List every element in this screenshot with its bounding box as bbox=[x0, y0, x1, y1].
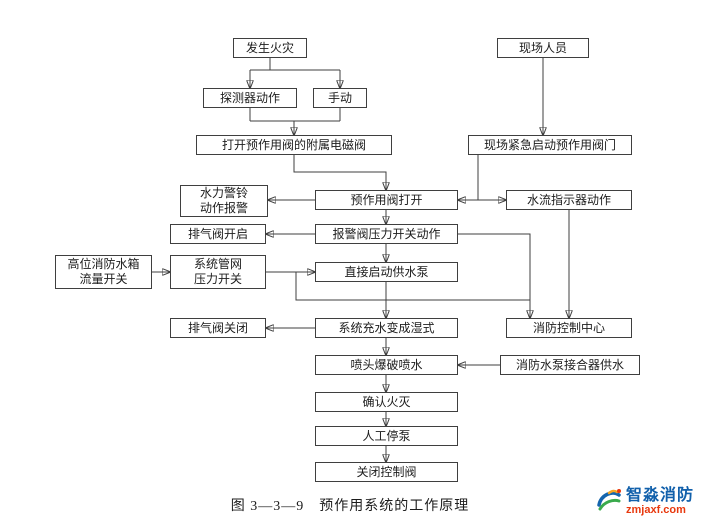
node-emergency-start-valve: 现场紧急启动预作用阀门 bbox=[468, 135, 632, 155]
node-manual: 手动 bbox=[313, 88, 367, 108]
node-pump-coupling-supply: 消防水泵接合器供水 bbox=[500, 355, 640, 375]
node-hydraulic-alarm-bell: 水力警铃 动作报警 bbox=[180, 185, 268, 217]
node-fire-occurs: 发生火灾 bbox=[233, 38, 307, 58]
node-pipe-pressure-switch: 系统管网 压力开关 bbox=[170, 255, 266, 289]
node-tank-flow-switch: 高位消防水箱 流量开关 bbox=[55, 255, 152, 289]
node-confirm-extinguished: 确认火灭 bbox=[315, 392, 458, 412]
node-close-control-valve: 关闭控制阀 bbox=[315, 462, 458, 482]
node-sprinkler-burst-spray: 喷头爆破喷水 bbox=[315, 355, 458, 375]
node-direct-start-pump: 直接启动供水泵 bbox=[315, 262, 458, 282]
brand-name: 智淼消防 bbox=[626, 487, 695, 505]
node-manual-stop-pump: 人工停泵 bbox=[315, 426, 458, 446]
brand-watermark: 智淼消防 zmjaxf.com bbox=[596, 487, 706, 518]
node-open-solenoid-valve: 打开预作用阀的附属电磁阀 bbox=[196, 135, 392, 155]
node-exhaust-valve-open: 排气阀开启 bbox=[170, 224, 266, 244]
brand-logo-icon bbox=[596, 487, 622, 518]
node-site-personnel: 现场人员 bbox=[497, 38, 589, 58]
node-system-fills-wet: 系统充水变成湿式 bbox=[315, 318, 458, 338]
node-exhaust-valve-close: 排气阀关闭 bbox=[170, 318, 266, 338]
node-water-flow-indicator: 水流指示器动作 bbox=[506, 190, 632, 210]
node-detector-action: 探测器动作 bbox=[203, 88, 297, 108]
figure-caption: 图 3—3—9 预作用系统的工作原理 bbox=[230, 499, 470, 514]
node-alarm-pressure-switch: 报警阀压力开关动作 bbox=[315, 224, 458, 244]
node-preaction-valve-open: 预作用阀打开 bbox=[315, 190, 458, 210]
node-fire-control-center: 消防控制中心 bbox=[506, 318, 632, 338]
brand-site-url: zmjaxf.com bbox=[626, 504, 686, 517]
